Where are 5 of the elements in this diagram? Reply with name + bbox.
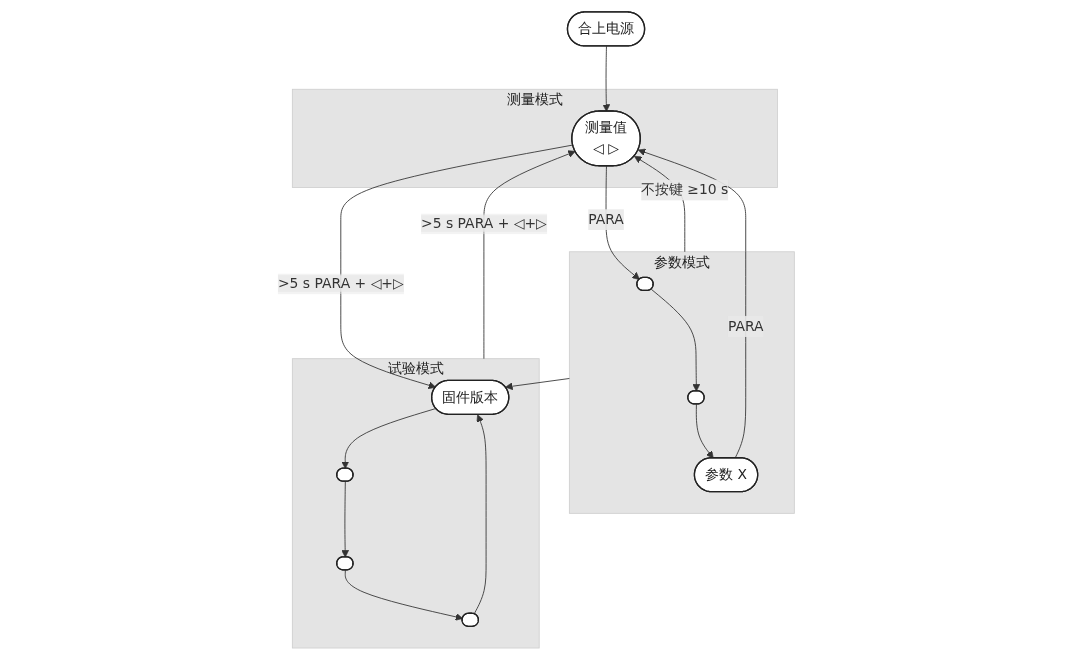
edge-label: >5 s PARA + ◁+▷ xyxy=(277,274,404,292)
edge-label: PARA xyxy=(588,210,624,227)
edge-label: 不按键 ≥10 s xyxy=(641,180,729,198)
edge-label: >5 s PARA + ◁+▷ xyxy=(420,214,547,232)
edge-label: PARA xyxy=(727,317,764,334)
